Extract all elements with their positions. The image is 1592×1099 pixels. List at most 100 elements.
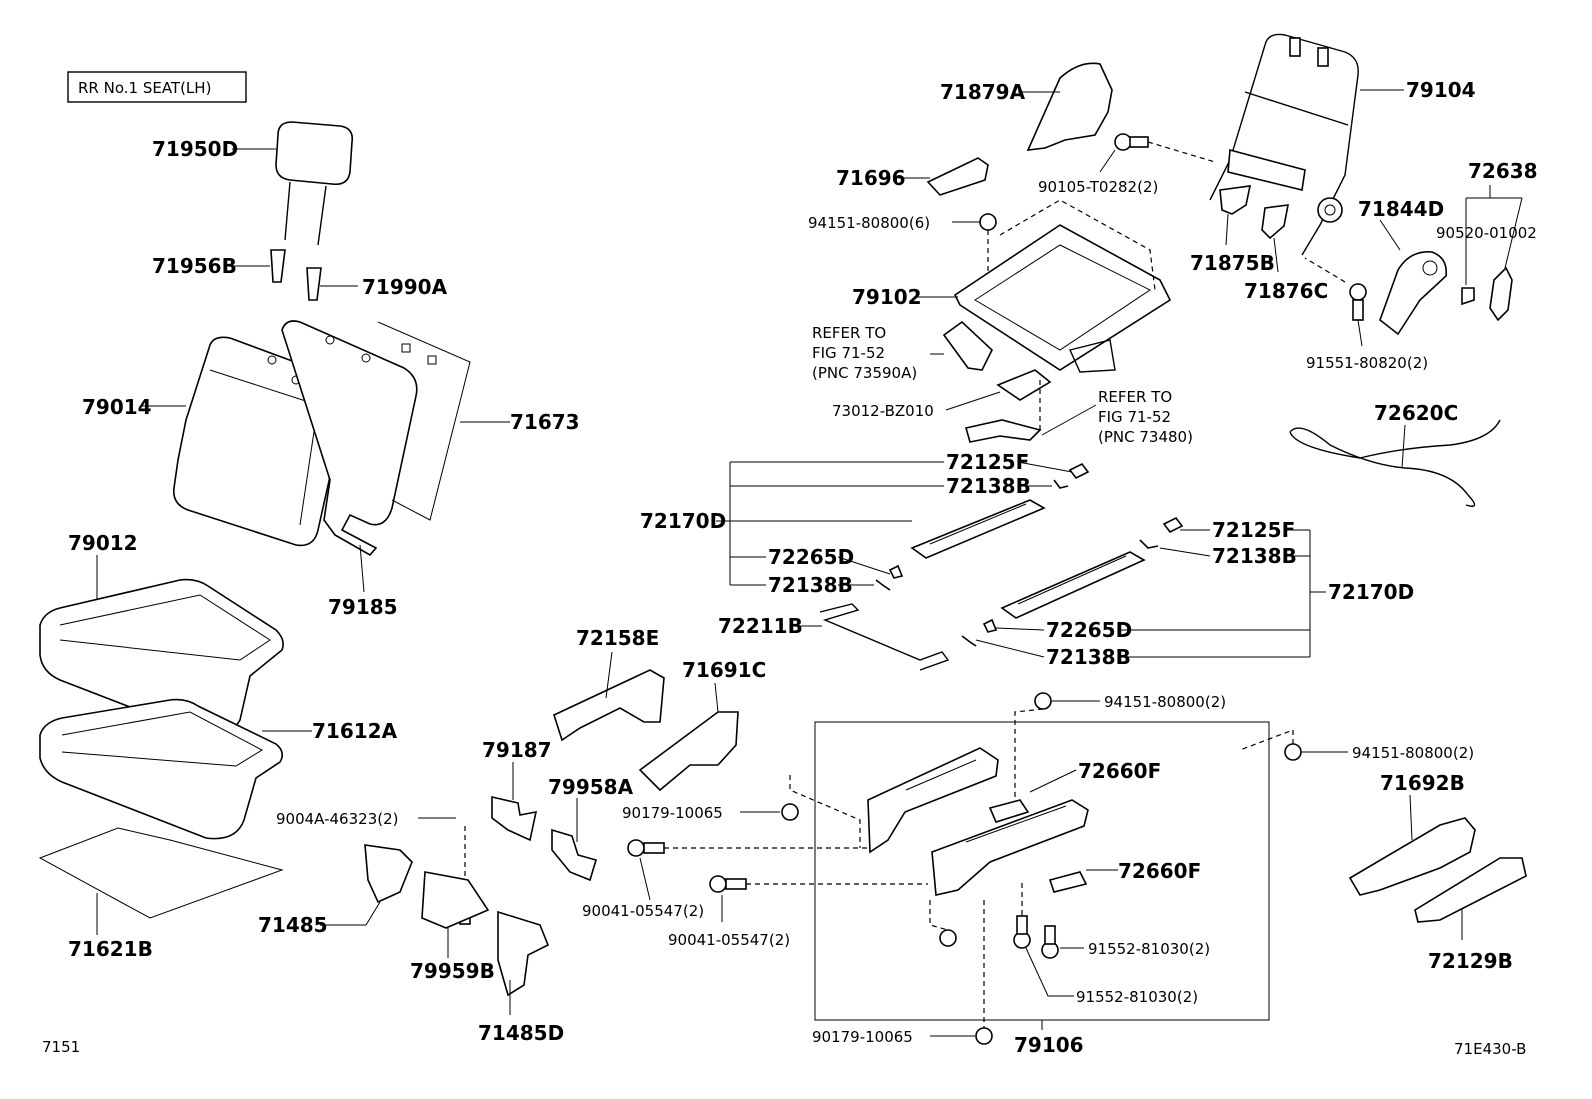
nut-94151-b-illustration [1034,692,1052,710]
label-72265D-a: 72265D [768,545,854,569]
cover-71485D-illustration [497,910,550,997]
footer-left: 7151 [42,1038,80,1056]
label-71621B: 71621B [68,937,153,961]
label-79012: 79012 [68,531,138,555]
seat-belt-anchor-illustration [964,419,1042,443]
label-72211B: 72211B [718,614,803,638]
title-box [67,71,247,103]
seat-rail-72170D-lower-illustration [961,516,1184,647]
cushion-pad-illustration [39,698,284,840]
label-72138B-c: 72138B [1212,544,1297,568]
bracket-73012-illustration [996,369,1052,401]
cover-71879A-illustration [1026,62,1113,151]
label-72638: 72638 [1468,159,1538,183]
bracket-79958A-illustration [551,828,598,882]
label-72170D-a: 72170D [640,509,726,533]
refer2-line3: (PNC 73480) [1098,428,1193,446]
nut-90179-illustration [781,803,799,821]
headrest-support-illustration [270,249,322,301]
cushion-frame-79102-illustration [953,224,1172,373]
label-90179-10065-a: 90179-10065 [622,804,723,822]
label-91551-80820: 91551-80820(2) [1306,354,1428,372]
label-72170D-b: 72170D [1328,580,1414,604]
seatback-pad-illustration [281,320,418,557]
cover-71485-illustration [364,844,413,904]
label-71844D: 71844D [1358,197,1444,221]
cover-71691C-illustration [638,711,739,792]
label-91552-81030-a: 91552-81030(2) [1088,940,1210,958]
label-71879A: 71879A [940,80,1026,104]
bolt-91552-a-illustration [1041,925,1059,959]
label-73012-BZ010: 73012-BZ010 [832,402,934,420]
label-90105-T0282: 90105-T0282(2) [1038,178,1158,196]
headrest-illustration [275,121,354,246]
lever-72638-illustration [1489,266,1513,322]
belt-buckle-illustration [942,320,993,371]
label-71691C: 71691C [682,658,766,682]
label-71612A: 71612A [312,719,398,743]
bolt-91551-illustration [1349,283,1367,321]
nut-90179-b-illustration [975,1027,993,1045]
bracket-79187-illustration [491,795,538,842]
cover-72129B-illustration [1414,857,1527,923]
label-71673: 71673 [510,410,580,434]
seat-track-79106-illustration [867,747,1089,947]
label-72129B: 72129B [1428,949,1513,973]
bracket-71876C-illustration [1261,204,1289,240]
bolt-91552-b-illustration [1013,915,1031,949]
label-94151-80800-2-a: 94151-80800(2) [1104,693,1226,711]
nut-94151-c-illustration [1284,743,1302,761]
label-71876C: 71876C [1244,279,1328,303]
refer2-line2: FIG 71-52 [1098,408,1171,426]
seat-rail-72170D-upper-illustration [875,462,1090,591]
label-72660F-b: 72660F [1118,859,1201,883]
cushion-board-illustration [38,827,284,919]
label-79014: 79014 [82,395,152,419]
nut-94151-a-illustration [979,213,997,231]
label-90041-05547-a: 90041-05547(2) [582,902,704,920]
refer2-line1: REFER TO [1098,388,1172,406]
label-72620C: 72620C [1374,401,1458,425]
seatback-board-illustration [377,321,471,521]
label-90041-05547-b: 90041-05547(2) [668,931,790,949]
refer1-line2: FIG 71-52 [812,344,885,362]
label-79104: 79104 [1406,78,1476,102]
label-72660F-a: 72660F [1078,759,1161,783]
label-71950D: 71950D [152,137,238,161]
label-71692B: 71692B [1380,771,1465,795]
label-72125F-a: 72125F [946,450,1029,474]
label-79185: 79185 [328,595,398,619]
label-79102: 79102 [852,285,922,309]
bolt-90041-b-illustration [709,875,747,893]
label-90179-10065-b: 90179-10065 [812,1028,913,1046]
label-71696: 71696 [836,166,906,190]
label-72265D-b: 72265D [1046,618,1132,642]
bolt-90105-illustration [1114,133,1149,151]
label-72125F-b: 72125F [1212,518,1295,542]
label-71485D: 71485D [478,1021,564,1045]
cable-72620C-illustration [1289,419,1501,507]
refer1-line1: REFER TO [812,324,886,342]
label-94151-80800-6: 94151-80800(6) [808,214,930,232]
title-text: RR No.1 SEAT(LH) [78,79,211,97]
cover-71844D-illustration [1379,251,1448,336]
label-71485: 71485 [258,913,328,937]
label-72158E: 72158E [576,626,659,650]
label-71956B: 71956B [152,254,237,278]
rod-72211B-illustration [819,603,950,671]
bracket-71696-illustration [926,157,989,196]
label-72138B-a: 72138B [946,474,1031,498]
cover-71692B-illustration [1348,817,1476,896]
label-94151-80800-2-b: 94151-80800(2) [1352,744,1474,762]
footer-right: 71E430-B [1454,1040,1526,1058]
label-79187: 79187 [482,738,552,762]
label-71875B: 71875B [1190,251,1275,275]
label-79106: 79106 [1014,1033,1084,1057]
cover-79959B-illustration [421,871,490,929]
cushion-cover-illustration [39,578,284,736]
label-9004A-46323: 9004A-46323(2) [276,810,398,828]
label-79958A: 79958A [548,775,634,799]
label-71990A: 71990A [362,275,448,299]
cover-72158E-illustration [553,669,665,742]
